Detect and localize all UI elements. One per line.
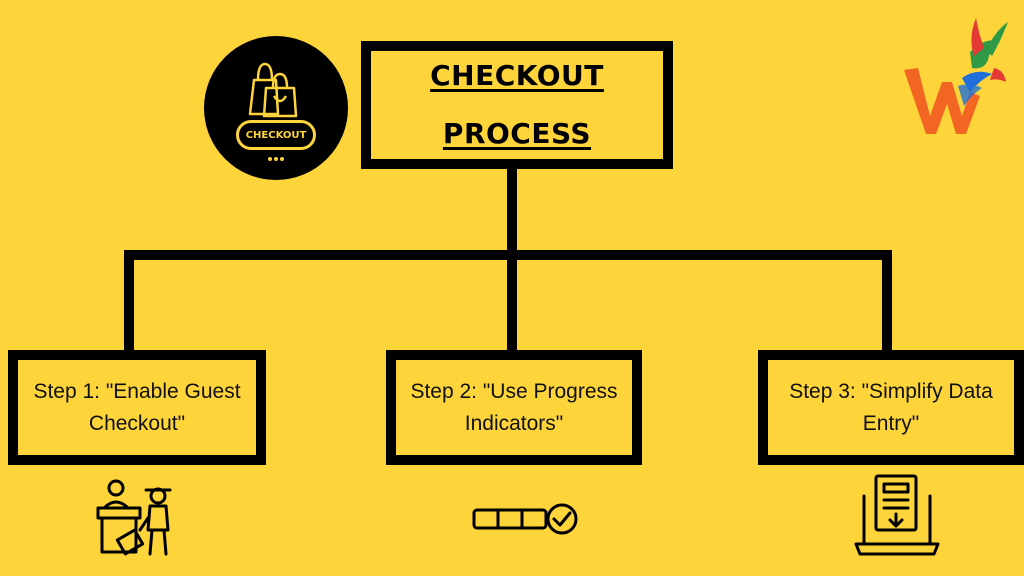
badge-dots-icon: [268, 157, 284, 161]
ws-bird-logo-icon: [904, 18, 1008, 134]
step-1-box: Step 1: "Enable Guest Checkout": [8, 350, 266, 465]
title-line-2: PROCESS: [442, 117, 592, 150]
laptop-form-download-icon: [854, 474, 940, 556]
step-1-label: Step 1: "Enable Guest Checkout": [33, 379, 241, 435]
step-3-box: Step 3: "Simplify Data Entry": [758, 350, 1024, 465]
diagram-title-box: CHECKOUT PROCESS: [361, 41, 673, 169]
step-2-label: Step 2: "Use Progress Indicators": [410, 379, 618, 435]
connector-middle: [507, 250, 517, 354]
connector-trunk: [507, 165, 517, 260]
step-2-box: Step 2: "Use Progress Indicators": [386, 350, 642, 465]
checkout-badge-label: CHECKOUT: [236, 120, 316, 150]
connector-left: [124, 250, 134, 354]
title-line-1: CHECKOUT: [430, 59, 604, 92]
shopping-bags-icon: [248, 62, 298, 118]
progress-bar-check-icon: [472, 503, 578, 535]
connector-right: [882, 250, 892, 354]
checkout-badge: CHECKOUT: [204, 36, 348, 180]
step-3-label: Step 3: "Simplify Data Entry": [789, 379, 993, 435]
reception-desk-traveler-icon: [96, 479, 172, 556]
